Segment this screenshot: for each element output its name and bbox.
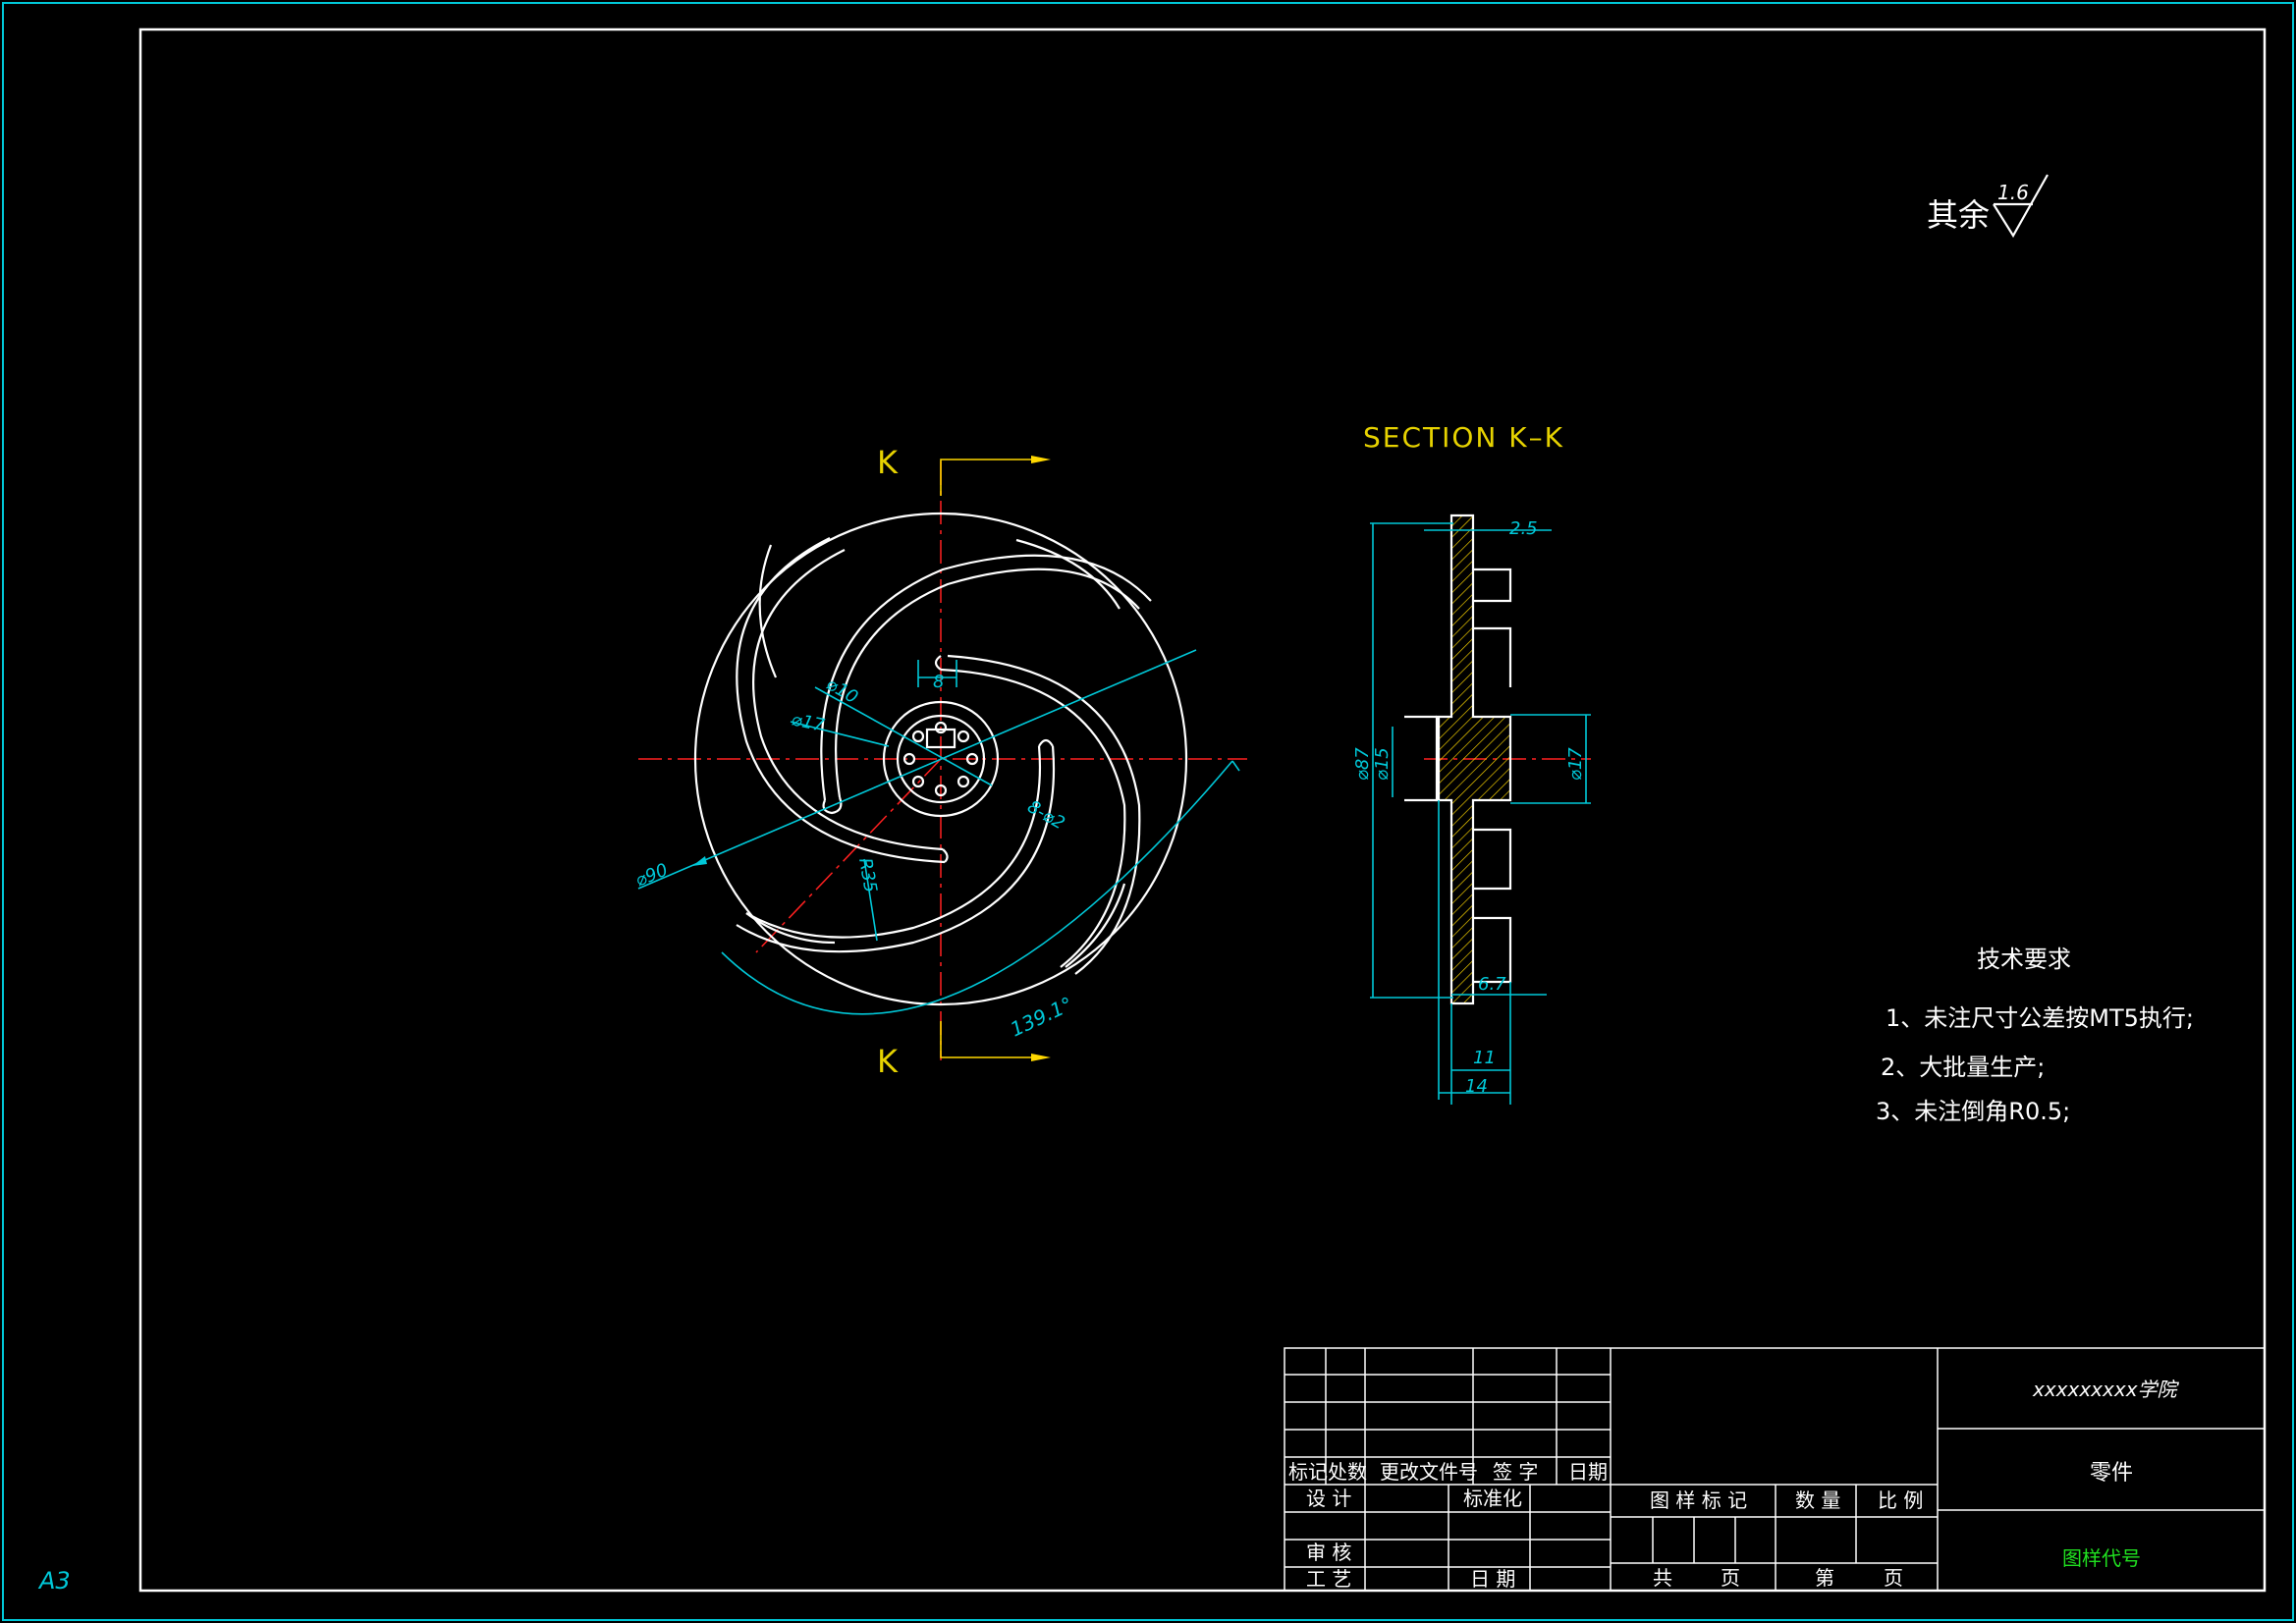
technical-requirements: 技术要求 1、未注尺寸公差按MT5执行; 2、大批量生产; 3、未注倒角R0.5… [1876, 946, 2194, 1125]
angle-center-line [755, 758, 942, 953]
roughness-prefix: 其余 [1927, 196, 1990, 234]
dim-6-7: 6.7 [1478, 974, 1506, 995]
tb-count: 处数 [1328, 1460, 1367, 1484]
tech-req-item-1: 1、未注尺寸公差按MT5执行; [1886, 1004, 2194, 1032]
section-marker-bottom: K [877, 1043, 899, 1080]
title-block-text: xxxxxxxxx学院 零件 图样代号 标记 处数 更改文件号 签 字 日期 设… [1288, 1378, 2180, 1591]
tb-mark: 标记 [1288, 1460, 1328, 1484]
tech-req-item-3: 3、未注倒角R0.5; [1876, 1098, 2070, 1125]
tb-drawing-code: 图样代号 [2062, 1546, 2141, 1570]
roughness-value: 1.6 [1997, 181, 2029, 204]
front-view: K K ⌀10 ⌀17 ⌀90 R35 8 8-⌀2 139.1° [632, 444, 1247, 1080]
section-arrow-bottom [1031, 1054, 1051, 1061]
section-title: SECTION K–K [1363, 421, 1564, 454]
dim-r35: R35 [854, 856, 881, 894]
tb-process: 工 艺 [1306, 1567, 1351, 1591]
section-marker-top: K [877, 444, 899, 481]
tb-page: 页 [1721, 1566, 1740, 1590]
dim-d87: ⌀87 [1352, 747, 1373, 781]
dim-d17-section: ⌀17 [1565, 747, 1586, 781]
sheet-size-label: A3 [37, 1567, 71, 1595]
tb-scale: 比 例 [1878, 1488, 1923, 1512]
outer-disk [693, 512, 1188, 1006]
front-view-dimensions: ⌀10 ⌀17 ⌀90 R35 8 8-⌀2 139.1° [632, 649, 1240, 1042]
dim-11: 11 [1473, 1048, 1496, 1068]
dim-d17: ⌀17 [790, 709, 827, 736]
tb-school: xxxxxxxxx学院 [2032, 1378, 2180, 1401]
section-view: SECTION K–K [1352, 421, 1591, 1105]
tb-date-header: 日期 [1568, 1460, 1608, 1484]
tech-req-title: 技术要求 [1977, 946, 2071, 973]
dim-2-5: 2.5 [1509, 518, 1538, 539]
tb-drawing-mark: 图 样 标 记 [1650, 1488, 1747, 1512]
tb-quantity: 数 量 [1795, 1488, 1840, 1512]
section-cut-bottom [940, 1021, 1046, 1058]
tb-page2: 页 [1884, 1566, 1903, 1590]
tb-standardize: 标准化 [1463, 1487, 1522, 1510]
section-cut-top [940, 459, 1046, 496]
section-arrow-top [1031, 456, 1051, 463]
impeller-blades [736, 537, 1152, 975]
tb-design: 设 计 [1306, 1487, 1351, 1510]
keyway [925, 728, 957, 749]
tb-date: 日 期 [1470, 1567, 1515, 1591]
dim-d90: ⌀90 [632, 860, 671, 892]
hub-inner [896, 714, 986, 804]
dim-14: 14 [1465, 1076, 1488, 1097]
tb-total: 共 [1653, 1566, 1672, 1590]
section-view-dimensions: 2.5 ⌀87 ⌀15 ⌀17 6.7 11 14 [1352, 518, 1591, 1105]
inner-drawing-frame [138, 27, 2267, 1593]
tb-change-doc: 更改文件号 [1380, 1460, 1478, 1484]
section-body-hatch [1435, 514, 1512, 1005]
bolt-holes [902, 721, 979, 797]
roughness-note: 其余 1.6 [1927, 174, 2049, 239]
tb-sheet-no: 第 [1815, 1566, 1834, 1590]
dim-d15: ⌀15 [1372, 747, 1393, 781]
title-block [1284, 1347, 2266, 1592]
tb-signature: 签 字 [1493, 1460, 1538, 1484]
hub-outer [882, 700, 1000, 818]
dim-w8: 8 [933, 672, 944, 692]
tech-req-item-2: 2、大批量生产; [1881, 1054, 2045, 1081]
dim-angle: 139.1° [1007, 992, 1076, 1041]
tb-review: 审 核 [1306, 1541, 1351, 1564]
tb-part-name: 零件 [2090, 1461, 2133, 1486]
